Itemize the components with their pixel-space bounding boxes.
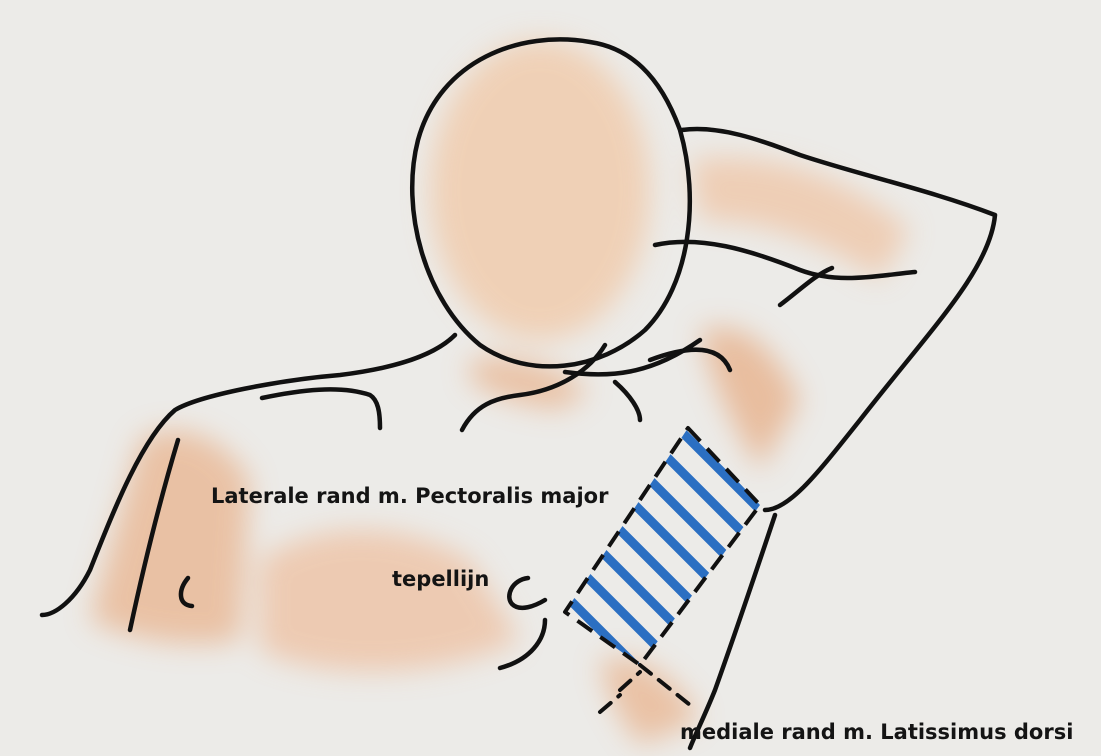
label-latissimus-dorsi: mediale rand m. Latissimus dorsi: [680, 722, 1073, 743]
label-nipple-line: tepellijn: [392, 569, 489, 590]
label-pectoralis-major: Laterale rand m. Pectoralis major: [211, 486, 608, 507]
